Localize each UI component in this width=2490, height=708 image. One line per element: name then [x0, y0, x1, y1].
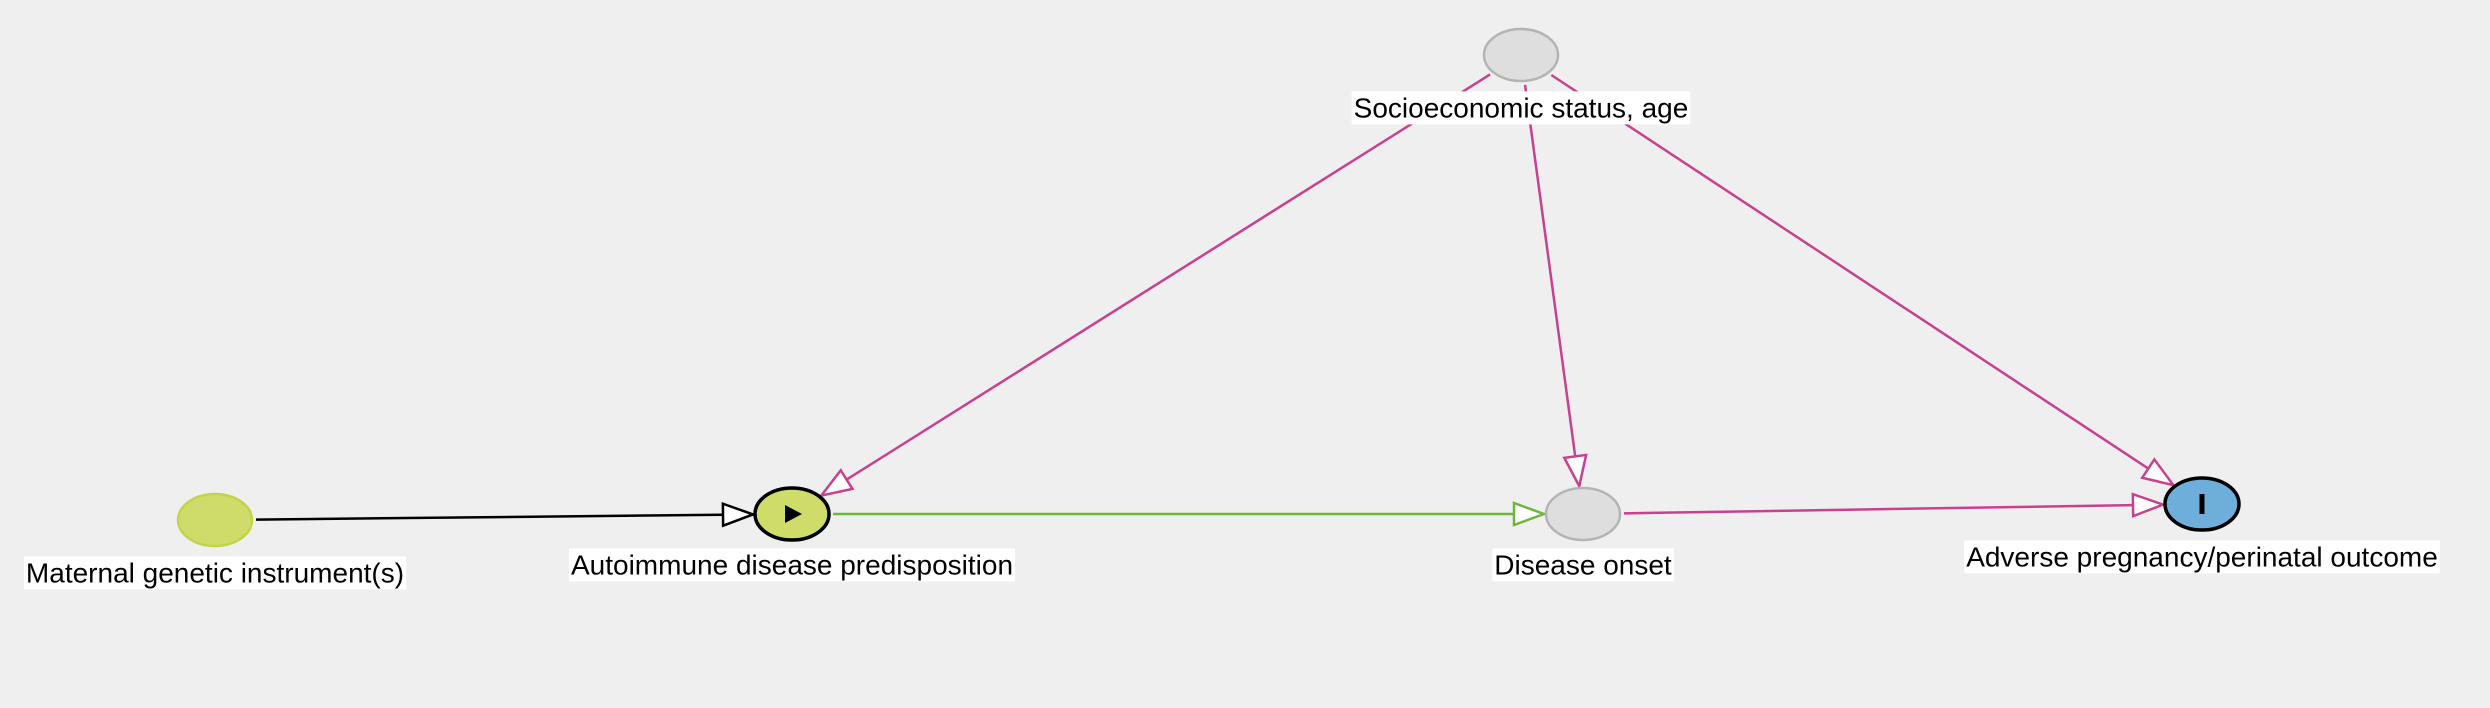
edge-mediator-to-outcome	[1623, 492, 2167, 518]
node-confounder[interactable]	[1482, 27, 1560, 83]
edge-confounder-to-exposure	[818, 73, 1491, 498]
node-exposure[interactable]	[753, 486, 831, 542]
label-background	[1351, 91, 1691, 125]
node-ellipse[interactable]	[1482, 27, 1560, 83]
edge-line	[255, 513, 724, 521]
node-mediator[interactable]	[1544, 486, 1622, 542]
label-background	[23, 556, 407, 590]
edges-layer	[255, 73, 2177, 528]
node-label-text: Maternal genetic instrument(s)	[26, 557, 404, 588]
edge-line	[1523, 84, 1577, 457]
node-instrument[interactable]	[176, 492, 254, 548]
node-label-exposure: Autoimmune disease predisposition	[568, 548, 1016, 582]
label-background	[1492, 548, 1674, 582]
node-label-text: Socioeconomic status, age	[1354, 92, 1689, 123]
arrowhead	[721, 501, 757, 528]
node-label-text: Autoimmune disease predisposition	[571, 549, 1013, 580]
labels-layer: Maternal genetic instrument(s) Autoimmune…	[23, 91, 2440, 590]
nodes-layer	[176, 27, 2241, 548]
node-label-instrument: Maternal genetic instrument(s)	[23, 556, 407, 590]
node-label-mediator: Disease onset	[1492, 548, 1674, 582]
label-background	[568, 548, 1016, 582]
node-label-text: Disease onset	[1494, 549, 1672, 580]
node-ellipse[interactable]	[1544, 486, 1622, 542]
label-background	[1964, 540, 2440, 574]
play-icon	[785, 505, 802, 523]
arrowhead	[2131, 492, 2167, 518]
node-label-outcome: Adverse pregnancy/perinatal outcome	[1964, 540, 2440, 574]
edge-confounder-to-outcome	[1550, 73, 2177, 488]
edge-line	[1623, 503, 2134, 515]
arrowhead	[818, 468, 855, 498]
node-ellipse[interactable]	[176, 492, 254, 548]
arrowhead	[1562, 453, 1588, 490]
edge-line	[845, 73, 1491, 481]
node-outcome[interactable]	[2163, 476, 2241, 532]
edge-confounder-to-mediator	[1523, 84, 1588, 490]
edge-exposure-to-mediator	[833, 501, 1548, 527]
bar-icon	[2199, 494, 2205, 514]
node-label-confounder: Socioeconomic status, age	[1351, 91, 1691, 125]
arrowhead	[1512, 501, 1548, 527]
edge-instrument-to-exposure	[255, 501, 757, 528]
arrowhead	[2140, 457, 2177, 488]
node-label-text: Adverse pregnancy/perinatal outcome	[1966, 541, 2438, 572]
edge-line	[1550, 73, 2149, 470]
